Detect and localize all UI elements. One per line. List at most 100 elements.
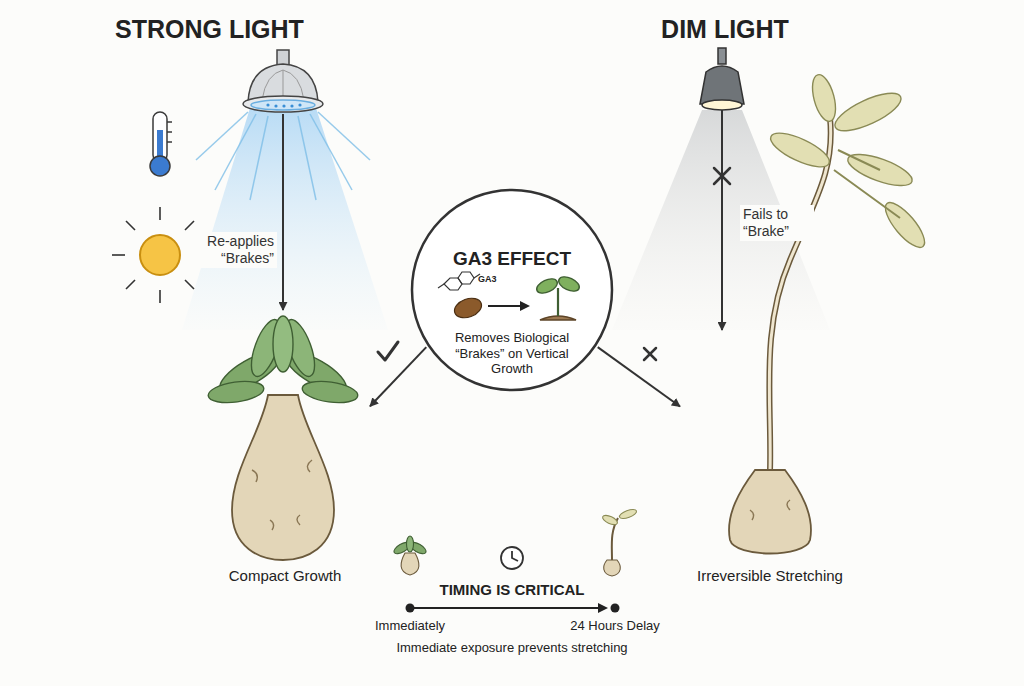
sun-icon [159, 290, 161, 303]
stretched-plant [834, 150, 900, 218]
stretched-plant [729, 470, 811, 554]
connector-arrow [598, 347, 680, 406]
spotlight-lamp [298, 103, 301, 106]
stretched-plant [766, 127, 833, 174]
connector-arrow [721, 110, 723, 330]
strong-light-beam [250, 116, 268, 200]
timeline-end-label: 24 Hours Delay [570, 618, 660, 634]
timeline-start-label: Immediately [375, 618, 445, 634]
stretched-plant [879, 197, 930, 253]
plant-caption: Irreversible Stretching [680, 567, 860, 585]
strong-light-beam [318, 112, 370, 160]
dim-lamp [702, 100, 742, 110]
molecule-sketch [438, 272, 480, 290]
spotlight-lamp [274, 104, 277, 107]
molecule-label: GA3 [478, 274, 497, 285]
small-stretched-plant [601, 508, 637, 576]
circle-body: Removes Biological “Brakes” on Vertical … [437, 330, 587, 377]
clock-icon [501, 547, 523, 569]
sun-icon [126, 221, 135, 230]
sun-icon [126, 280, 135, 289]
strong-light-beam [310, 114, 352, 190]
fail-mark [644, 348, 656, 360]
seedling [534, 276, 559, 296]
seedling [534, 274, 581, 320]
fail-mark [644, 348, 656, 360]
clock-icon [512, 551, 518, 561]
connector-arrow [282, 114, 284, 310]
compact-plant [273, 316, 293, 372]
timeline-arrow [406, 604, 415, 613]
spotlight-lamp [266, 103, 269, 106]
thermometer-icon [167, 131, 172, 133]
clock-icon [501, 547, 523, 569]
ga3-effect-circle: GA3 EFFECT GA3Removes Biological “Brakes”… [410, 188, 614, 392]
stretched-plant [830, 86, 905, 138]
thermometer-icon [150, 156, 170, 176]
section-heading: STRONG LIGHT [115, 14, 304, 44]
fail-mark [644, 348, 656, 360]
connector-arrow [370, 347, 426, 406]
sun-icon [185, 221, 194, 230]
connector-label: Re-applies “Brakes” [183, 232, 277, 268]
small-stretched-plant [618, 508, 637, 521]
spotlight-lamp [282, 104, 285, 107]
stretched-plant [769, 118, 831, 472]
sun-icon [112, 254, 125, 256]
molecule-sketch [458, 272, 474, 284]
ga3-circle-ground [412, 190, 612, 390]
seedling [540, 316, 576, 320]
small-compact-plant [407, 536, 414, 552]
seedling [556, 274, 581, 294]
small-compact-plant [401, 553, 419, 575]
small-compact-plant [392, 536, 428, 575]
small-stretched-plant [604, 560, 621, 576]
connector-label: Fails to “Brake” [740, 205, 814, 241]
stretched-plant [750, 500, 790, 520]
timing-heading: TIMING IS CRITICAL [440, 581, 585, 599]
section-heading: DIM LIGHT [655, 14, 795, 44]
compact-plant [232, 395, 334, 560]
timeline-arrow [611, 604, 620, 613]
spotlight-lamp [243, 50, 323, 112]
circle-heading: GA3 EFFECT [410, 248, 614, 271]
stretched-plant [729, 72, 931, 553]
plant-caption: Compact Growth [200, 567, 370, 585]
sun-icon [159, 207, 161, 220]
compact-plant [207, 378, 265, 406]
strong-light-beam [196, 112, 248, 160]
dim-lamp [700, 48, 744, 110]
strong-light-beam [298, 116, 316, 200]
ga3-arrow [488, 301, 530, 311]
seedling [557, 288, 559, 316]
seed [452, 295, 484, 321]
thermometer-icon [167, 121, 172, 123]
strong-light-node: STRONG LIGHT [115, 14, 340, 114]
ga3-arrow [488, 305, 522, 307]
stretched-plant-node: Irreversible Stretching [680, 330, 860, 585]
spotlight-lamp [290, 104, 293, 107]
circle-border [412, 190, 612, 390]
timeline-note: Immediate exposure prevents stretching [396, 640, 627, 656]
sun-icon [185, 280, 194, 289]
spotlight-lamp [266, 103, 301, 107]
compact-plant [301, 378, 359, 406]
seed [452, 295, 484, 321]
dim-light-node: DIM LIGHT [655, 14, 795, 110]
compact-plant [252, 460, 312, 530]
strong-light-beam [182, 108, 388, 330]
ga3-circle-ground [412, 190, 612, 390]
compact-plant-node: Compact Growth [200, 310, 370, 585]
timeline-arrow [410, 607, 600, 609]
timeline-arrow [406, 603, 620, 613]
thermometer-icon [167, 141, 172, 143]
dim-lamp [700, 66, 744, 104]
sun-icon [140, 235, 180, 275]
small-stretched-plant [601, 513, 618, 526]
strong-light-beam [215, 114, 256, 190]
timeline-arrow [598, 603, 608, 613]
spotlight-lamp [243, 96, 323, 112]
spotlight-lamp [251, 100, 315, 110]
check-mark [378, 342, 398, 360]
